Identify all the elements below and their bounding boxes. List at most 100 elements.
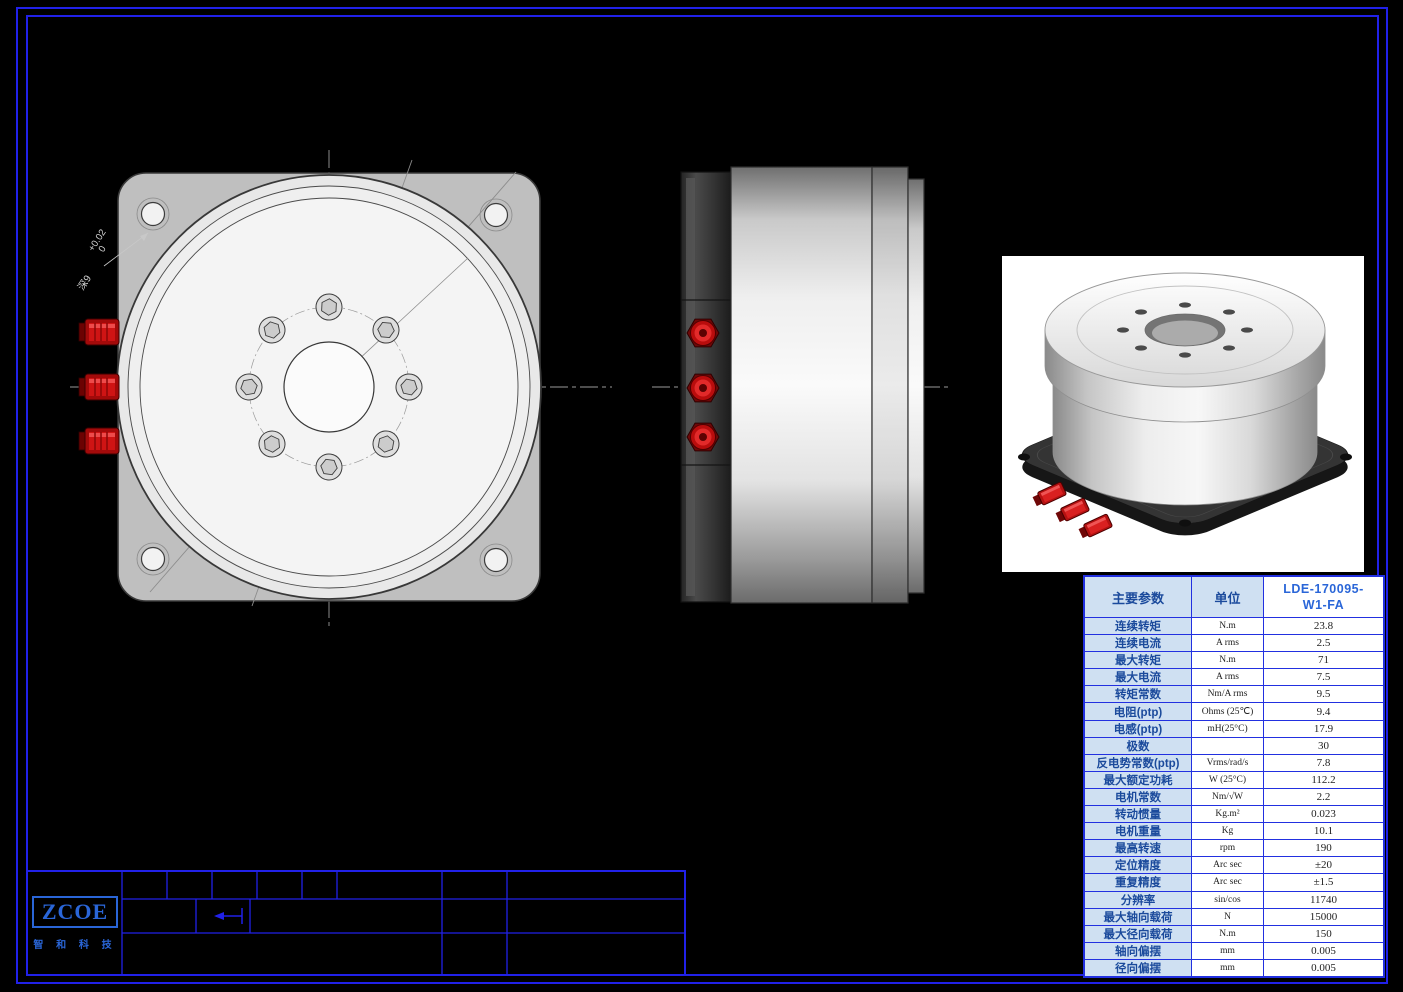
spec-param-label: 最大转矩 [1085, 652, 1192, 669]
cable-glands-front [78, 318, 120, 455]
model-number-line2: W1-FA [1302, 598, 1345, 612]
spec-param-label: 最大额定功耗 [1085, 771, 1192, 788]
spec-unit-value: Kg [1192, 823, 1264, 840]
spec-value: 190 [1264, 840, 1383, 857]
spec-header-unit: 单位 [1192, 577, 1264, 617]
spec-table-row: 分辨率 sin/cos 11740 [1085, 891, 1383, 909]
spec-unit-value: N.m [1192, 652, 1264, 669]
sheet-inner-frame [26, 15, 1379, 976]
spec-unit-value: mm [1192, 959, 1264, 976]
zcoe-logo: ZCOE [31, 895, 119, 928]
spec-table-row: 径向偏摆 mm 0.005 [1085, 959, 1383, 976]
spec-table-header: 主要参数 单位 LDE-170095- W1-FA [1085, 577, 1383, 618]
spec-unit-value: mm [1192, 942, 1264, 959]
iso-view [1002, 256, 1364, 572]
callout-tolerance-lower: 0 [97, 244, 109, 254]
spec-param-label: 重复精度 [1085, 874, 1192, 891]
spec-table-row: 最大电流 A rms 7.5 [1085, 669, 1383, 687]
spec-value: ±20 [1264, 857, 1383, 874]
spec-value: 2.5 [1264, 635, 1383, 652]
spec-value: 2.2 [1264, 788, 1383, 806]
spec-table-row: 轴向偏摆 mm 0.005 [1085, 942, 1383, 960]
spec-param-label: 极数 [1085, 737, 1192, 754]
spec-table-row: 电阻(ptp) Ohms (25℃) 9.4 [1085, 703, 1383, 721]
sheet-outer-frame [16, 7, 1388, 984]
spec-param-label: 转矩常数 [1085, 686, 1192, 703]
spec-param-label: 径向偏摆 [1085, 959, 1192, 976]
side-view [652, 166, 948, 604]
cable-glands-side [686, 318, 720, 452]
spec-table-row: 最大径向载荷 N.m 150 [1085, 925, 1383, 943]
spec-unit-value: N.m [1192, 618, 1264, 635]
spec-param-label: 转动惯量 [1085, 806, 1192, 823]
spec-param-label: 电机常数 [1085, 788, 1192, 806]
spec-value: 30 [1264, 737, 1383, 754]
spec-param-label: 连续转矩 [1085, 618, 1192, 635]
spec-table-row: 连续电流 A rms 2.5 [1085, 635, 1383, 653]
spec-value: 150 [1264, 925, 1383, 942]
spec-param-label: 电机重量 [1085, 823, 1192, 840]
spec-value: 9.5 [1264, 686, 1383, 703]
spec-unit-value: Arc sec [1192, 857, 1264, 874]
model-number-line1: LDE-170095- [1283, 581, 1364, 596]
iso-top-ring [1076, 285, 1294, 375]
spec-header-param: 主要参数 [1085, 577, 1192, 617]
title-block-grid [121, 872, 684, 974]
spec-param-label: 最大电流 [1085, 669, 1192, 686]
iso-bolt-holes [1117, 302, 1253, 358]
spec-param-label: 最高转速 [1085, 840, 1192, 857]
spec-value: 112.2 [1264, 771, 1383, 788]
spec-table-row: 转动惯量 Kg.m² 0.023 [1085, 806, 1383, 824]
iso-bore-wall [1152, 320, 1218, 346]
spec-value: 10.1 [1264, 823, 1383, 840]
projection-symbol [214, 908, 243, 924]
callout-depth: 深9 [75, 273, 94, 293]
spec-unit-value: Nm/√W [1192, 788, 1264, 806]
step-shading [872, 167, 908, 603]
spec-value: 0.005 [1264, 959, 1383, 976]
spec-value: 7.8 [1264, 754, 1383, 771]
center-bore [283, 341, 375, 433]
spec-param-label: 轴向偏摆 [1085, 942, 1192, 959]
spec-unit-value: sin/cos [1192, 891, 1264, 908]
motor-body-step [871, 166, 909, 604]
spec-table-row: 重复精度 Arc sec ±1.5 [1085, 874, 1383, 892]
spec-value: 11740 [1264, 891, 1383, 908]
base-corner-holes [1018, 453, 1352, 527]
spec-unit-value: Nm/A rms [1192, 686, 1264, 703]
motor-body-side [730, 166, 873, 604]
spec-param-label: 连续电流 [1085, 635, 1192, 652]
spec-unit-value: Ohms (25℃) [1192, 703, 1264, 720]
spec-table-row: 定位精度 Arc sec ±20 [1085, 857, 1383, 875]
spec-value: 0.005 [1264, 942, 1383, 959]
spec-table-row: 最高转速 rpm 190 [1085, 840, 1383, 858]
spec-value: 17.9 [1264, 720, 1383, 737]
spec-table-row: 转矩常数 Nm/A rms 9.5 [1085, 686, 1383, 704]
title-block: ZCOE 智 和 科 技 [26, 870, 686, 976]
logo-cell: ZCOE 智 和 科 技 [28, 872, 122, 974]
spec-unit-value: W (25°C) [1192, 771, 1264, 788]
spec-table-row: 连续转矩 N.m 23.8 [1085, 618, 1383, 636]
spec-table-row: 最大转矩 N.m 71 [1085, 652, 1383, 670]
spec-unit-value: A rms [1192, 669, 1264, 686]
spec-table-row: 最大额定功耗 W (25°C) 112.2 [1085, 771, 1383, 789]
spec-param-label: 反电势常数(ptp) [1085, 754, 1192, 771]
spec-unit-value: rpm [1192, 840, 1264, 857]
spec-unit-value: Vrms/rad/s [1192, 754, 1264, 771]
spec-param-label: 最大径向载荷 [1085, 925, 1192, 942]
spec-value: 9.4 [1264, 703, 1383, 720]
spec-table-row: 电感(ptp) mH(25°C) 17.9 [1085, 720, 1383, 738]
spec-unit-value [1192, 737, 1264, 754]
spec-table-row: 极数 30 [1085, 737, 1383, 755]
spec-param-label: 定位精度 [1085, 857, 1192, 874]
motor-end-cap [907, 178, 925, 594]
spec-value: 7.5 [1264, 669, 1383, 686]
spec-table-row: 反电势常数(ptp) Vrms/rad/s 7.8 [1085, 754, 1383, 772]
spec-unit-value: Kg.m² [1192, 806, 1264, 823]
spec-unit-value: A rms [1192, 635, 1264, 652]
spec-table-row: 电机常数 Nm/√W 2.2 [1085, 788, 1383, 807]
spec-value: 0.023 [1264, 806, 1383, 823]
spec-table-body: 连续转矩 N.m 23.8 连续电流 A rms 2.5 最大转矩 N.m 71 [1085, 618, 1383, 976]
